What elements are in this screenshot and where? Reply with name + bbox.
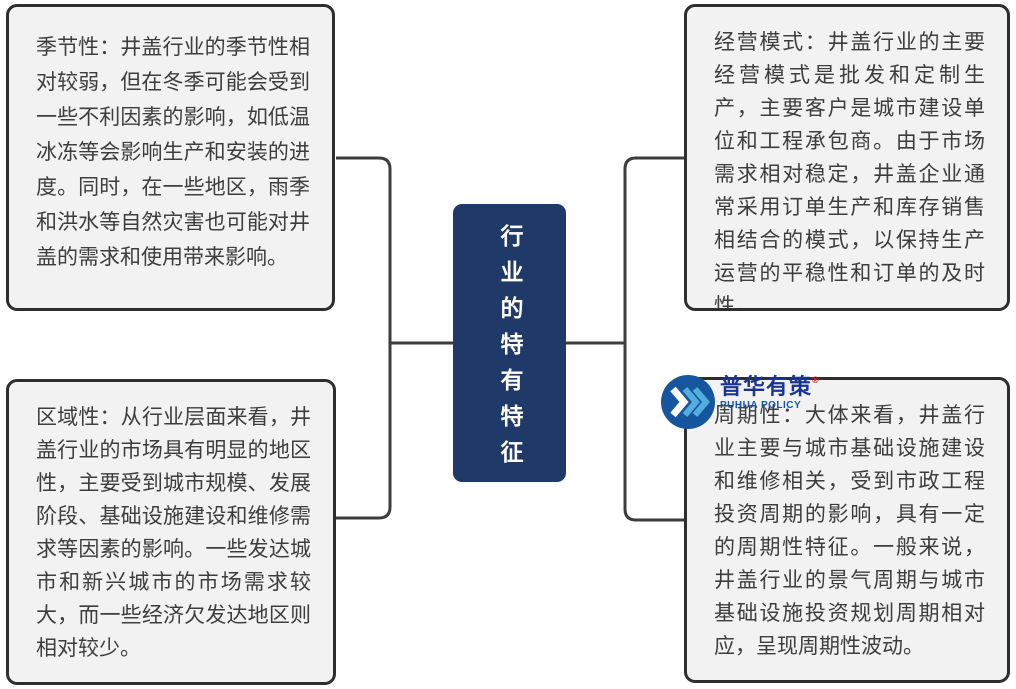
seasonality-text: 季节性：井盖行业的季节性相对较弱，但在冬季可能会受到一些不利因素的影响，如低温冰…: [36, 36, 310, 269]
puhua-policy-logo: 普华有策® PUHUA POLICY: [660, 374, 819, 430]
business-model-text: 经营模式：井盖行业的主要经营模式是批发和定制生产，主要客户是城市建设单位和工程承…: [714, 31, 985, 311]
center-topic-title: 行业的特有特征: [497, 223, 523, 476]
cyclicality-text: 周期性：大体来看，井盖行业主要与城市基础设施建设和维修相关，受到市政工程投资周期…: [714, 404, 985, 658]
seasonality-box: 季节性：井盖行业的季节性相对较弱，但在冬季可能会受到一些不利因素的影响，如低温冰…: [6, 4, 335, 311]
right-bracket-line: [623, 156, 684, 522]
business-model-box: 经营模式：井盖行业的主要经营模式是批发和定制生产，主要客户是城市建设单位和工程承…: [684, 4, 1010, 311]
logo-name-cn: 普华有策: [720, 374, 813, 399]
logo-name-en: PUHUA POLICY: [720, 400, 802, 411]
left-bracket-line: [336, 156, 392, 520]
logo-registered-mark: ®: [812, 375, 819, 385]
regionality-box: 区域性：从行业层面来看，井盖行业的市场具有明显的地区性，主要受到城市规模、发展阶…: [6, 379, 336, 685]
center-topic-node: 行业的特有特征: [453, 204, 566, 482]
cyclicality-box: 周期性：大体来看，井盖行业主要与城市基础设施建设和维修相关，受到市政工程投资周期…: [684, 377, 1010, 683]
logo-wordmark: 普华有策® PUHUA POLICY: [720, 376, 819, 411]
logo-chevrons-icon: [661, 375, 715, 429]
regionality-text: 区域性：从行业层面来看，井盖行业的市场具有明显的地区性，主要受到城市规模、发展阶…: [36, 406, 311, 660]
